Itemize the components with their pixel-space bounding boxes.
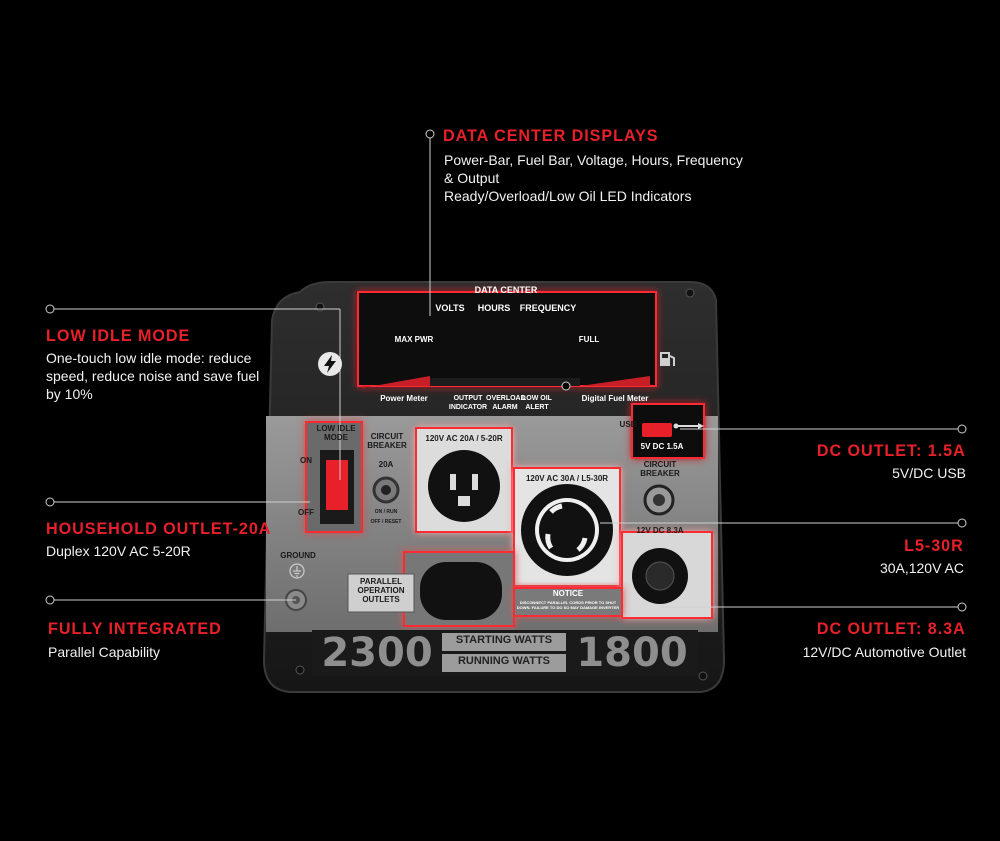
usb-label: USB (619, 420, 637, 429)
output-indicator-label: OUTPUT INDICATOR (448, 395, 488, 411)
household-callout-title: HOUSEHOLD OUTLET-20A (46, 519, 272, 538)
dc-auto-callout-body: 12V/DC Automotive Outlet (726, 643, 966, 661)
outlet-5-20r (428, 450, 500, 522)
led-indicator-strip (430, 378, 580, 386)
usb-rating-label: 5V DC 1.5A (640, 442, 684, 451)
outlet-5-20r-label: 120V AC 20A / 5-20R (425, 434, 503, 443)
low-idle-switch (326, 460, 348, 510)
screw (698, 671, 708, 681)
fuel-pump-icon (660, 352, 675, 366)
usb-icon (673, 423, 704, 429)
integrated-callout-line: Parallel Capability (48, 644, 161, 660)
data-center-callout-title: DATA CENTER DISPLAYS (443, 126, 659, 145)
usb-port (642, 423, 672, 437)
data-center-callout-line: Power-Bar, Fuel Bar, Voltage, Hours, Fre… (444, 152, 743, 168)
data-center-title: DATA CENTER (474, 285, 538, 295)
low-idle-callout-line: speed, reduce noise and save fuel (46, 368, 260, 384)
display-volts-label: VOLTS (435, 303, 465, 313)
data-center-callout-line: & Output (444, 170, 500, 186)
integrated-callout-body: Parallel Capability (48, 643, 278, 661)
starting-watts-label: STARTING WATTS (455, 634, 553, 646)
low-idle-callout-line: One-touch low idle mode: reduce (46, 350, 252, 366)
household-callout-line: Duplex 120V AC 5-20R (46, 543, 191, 559)
display-hours-label: HOURS (477, 303, 511, 313)
notice-plate (513, 587, 623, 617)
data-center-callout-line: Ready/Overload/Low Oil LED Indicators (444, 188, 692, 204)
low-idle-callout-body: One-touch low idle mode: reduce speed, r… (46, 349, 276, 403)
lightning-bolt-icon (318, 352, 342, 376)
digital-fuel-meter-label: Digital Fuel Meter (581, 394, 649, 403)
notice-label: NOTICE (552, 589, 584, 598)
ground-label: GROUND (280, 551, 316, 560)
low-idle-mode-label: LOW IDLE MODE (316, 424, 356, 442)
circuit-breaker-2-label: CIRCUIT BREAKER (640, 460, 680, 478)
screw (685, 288, 695, 298)
integrated-callout-title: FULLY INTEGRATED (48, 619, 222, 638)
parallel-outlet-cap (420, 562, 502, 620)
max-pwr-label: MAX PWR (394, 335, 434, 344)
breaker-20a-rating: 20A (378, 460, 394, 469)
ground-symbol-icon (289, 563, 305, 579)
display-frequency-label: FREQUENCY (519, 303, 577, 313)
fuel-meter-bar (580, 376, 650, 386)
dc-usb-callout-body: 5V/DC USB (766, 464, 966, 482)
data-center-callout-body: Power-Bar, Fuel Bar, Voltage, Hours, Fre… (444, 151, 744, 205)
outlet-l5-30r-label: 120V AC 30A / L5-30R (525, 474, 609, 483)
parallel-outlets-label: PARALLEL OPERATION OUTLETS (357, 577, 405, 604)
overload-alarm-label: OVERLOAD ALARM (486, 395, 526, 411)
running-watts-value: 1800 (576, 630, 688, 676)
dc-auto-callout-title: DC OUTLET: 8.3A (817, 619, 966, 638)
l5-30r-callout-title: L5-30R (904, 536, 964, 555)
l5-30r-callout-line: 30A,120V AC (879, 560, 964, 576)
notice-text: DISCONNECT PARALLEL CORDS PRIOR TO SHUT … (516, 600, 620, 610)
screw (295, 665, 305, 675)
running-watts-label: RUNNING WATTS (457, 655, 551, 667)
circuit-breaker-20a-label: CIRCUIT BREAKER (367, 432, 407, 450)
power-meter-bar (362, 376, 430, 388)
breaker-off-reset-label: OFF / RESET (370, 519, 402, 525)
screw (315, 302, 325, 312)
callout-leaders (45, 129, 967, 612)
dc-usb-callout-title: DC OUTLET: 1.5A (817, 441, 966, 460)
power-meter-label: Power Meter (380, 394, 428, 403)
switch-off-label: OFF (298, 508, 314, 517)
full-label: FULL (578, 335, 600, 344)
dc-12v-label: 12V DC 8.3A (636, 526, 684, 535)
low-idle-callout-line: by 10% (46, 386, 93, 402)
household-callout-body: Duplex 120V AC 5-20R (46, 542, 276, 560)
dc-usb-callout-line: 5V/DC USB (892, 465, 966, 481)
dc-auto-callout-line: 12V/DC Automotive Outlet (802, 644, 966, 660)
low-oil-alert-label: LOW OIL ALERT (522, 395, 552, 411)
starting-watts-value: 2300 (321, 630, 433, 676)
low-idle-callout-title: LOW IDLE MODE (46, 326, 191, 345)
switch-on-label: ON (300, 456, 312, 465)
l5-30r-callout-body: 30A,120V AC (764, 559, 964, 577)
breaker-on-run-label: ON / RUN (374, 509, 398, 515)
